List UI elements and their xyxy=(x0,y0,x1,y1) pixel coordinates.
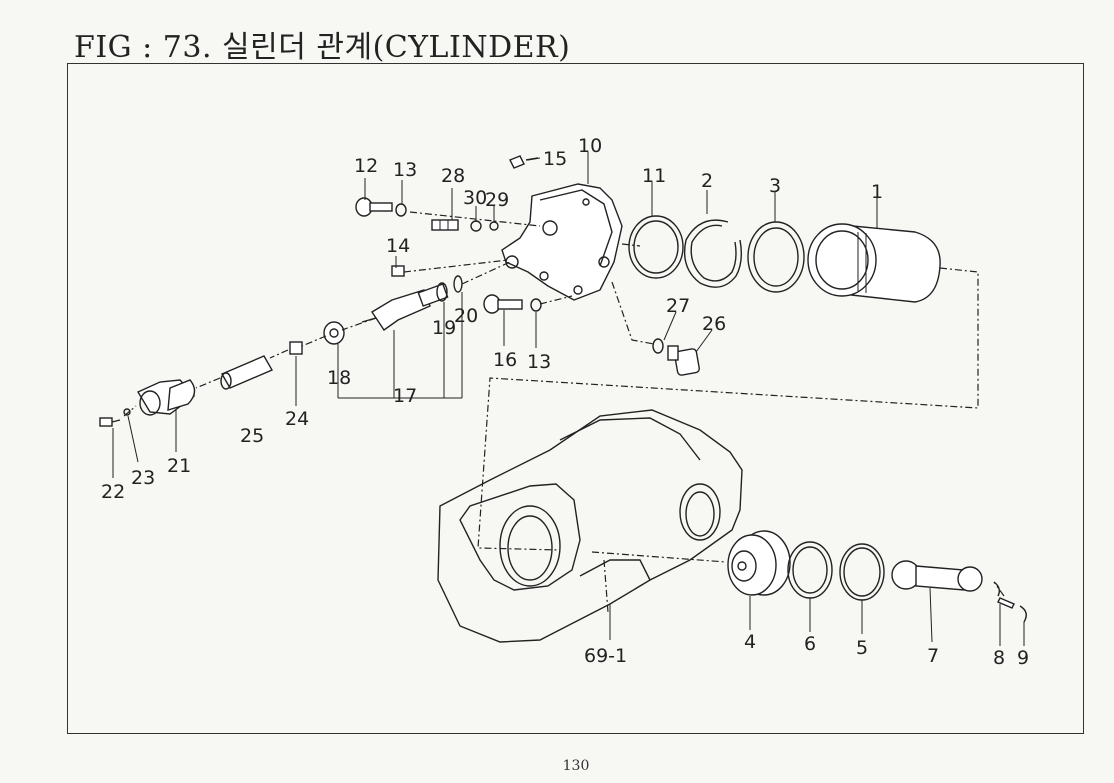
part-washer-23 xyxy=(123,408,131,416)
label-part-17: 17 xyxy=(393,385,417,407)
assembly-guide-lines xyxy=(123,211,1005,613)
part-nut-24 xyxy=(289,341,303,355)
label-part-15: 15 xyxy=(543,148,567,170)
part-o-ring-19 xyxy=(436,282,448,302)
part-o-ring-20 xyxy=(453,275,463,293)
label-part-5: 5 xyxy=(856,637,868,659)
label-part-25: 25 xyxy=(240,425,264,447)
label-part-12: 12 xyxy=(354,155,378,177)
label-part-21: 21 xyxy=(167,455,191,477)
label-part-10: 10 xyxy=(578,135,602,157)
part-o-ring-11 xyxy=(628,215,684,279)
label-part-27: 27 xyxy=(666,295,690,317)
label-part-30: 30 xyxy=(463,187,487,209)
part-bolt-22 xyxy=(99,417,121,427)
part-rod-7 xyxy=(891,560,983,592)
label-part-9: 9 xyxy=(1017,647,1029,669)
page-title: FIG : 73. 실린더 관계(CYLINDER) xyxy=(74,30,571,65)
label-part-8: 8 xyxy=(993,647,1005,669)
label-part-7: 7 xyxy=(927,645,939,667)
part-housing-69-1 xyxy=(437,409,743,643)
leader-lines xyxy=(112,152,1025,646)
part-cylinder-sleeve xyxy=(807,223,941,303)
part-bolt-12 xyxy=(355,197,393,217)
label-part-20: 20 xyxy=(454,305,478,327)
label-part-29: 29 xyxy=(485,189,509,211)
part-cylinder-head-10 xyxy=(501,183,623,301)
label-part-26: 26 xyxy=(702,313,726,335)
part-bolt-16 xyxy=(483,294,523,314)
part-screw-14 xyxy=(391,265,405,277)
part-piston-4 xyxy=(727,530,791,596)
page-number: 130 xyxy=(562,758,590,774)
part-pin-15 xyxy=(509,155,539,169)
part-ring-30 xyxy=(470,220,482,232)
part-sleeve-25 xyxy=(220,355,273,390)
part-fitting-28 xyxy=(431,219,459,231)
label-part-13a: 13 xyxy=(393,159,417,181)
label-part-28: 28 xyxy=(441,165,465,187)
label-part-2: 2 xyxy=(701,170,713,192)
part-pin-8 xyxy=(997,597,1015,609)
label-part-14: 14 xyxy=(386,235,410,257)
part-plug-26 xyxy=(667,345,700,376)
part-washer-13a xyxy=(395,203,407,217)
label-part-24: 24 xyxy=(285,408,309,430)
part-gasket-27 xyxy=(652,338,664,354)
label-part-4: 4 xyxy=(744,631,756,653)
label-part-13b: 13 xyxy=(527,351,551,373)
part-ring-29 xyxy=(489,221,499,231)
part-o-ring-3 xyxy=(747,221,805,293)
label-part-69-1: 69-1 xyxy=(584,645,627,667)
part-number-labels: 12 13 28 30 29 14 15 10 11 2 3 1 27 26 1… xyxy=(101,135,1029,669)
part-washer-13b xyxy=(530,298,542,312)
label-part-6: 6 xyxy=(804,633,816,655)
part-ring-5 xyxy=(839,543,885,601)
label-part-1: 1 xyxy=(871,181,883,203)
label-part-3: 3 xyxy=(769,175,781,197)
label-part-11: 11 xyxy=(642,165,666,187)
label-part-22: 22 xyxy=(101,481,125,503)
part-snap-ring-2 xyxy=(683,219,743,288)
part-nut-18 xyxy=(323,321,345,345)
part-plunger-17 xyxy=(361,283,449,331)
label-part-18: 18 xyxy=(327,367,351,389)
label-part-16: 16 xyxy=(493,349,517,371)
diagram-frame xyxy=(67,63,1084,734)
label-part-23: 23 xyxy=(131,467,155,489)
label-part-19: 19 xyxy=(432,317,456,339)
part-flange-21 xyxy=(136,379,196,416)
part-ring-6 xyxy=(787,541,833,599)
